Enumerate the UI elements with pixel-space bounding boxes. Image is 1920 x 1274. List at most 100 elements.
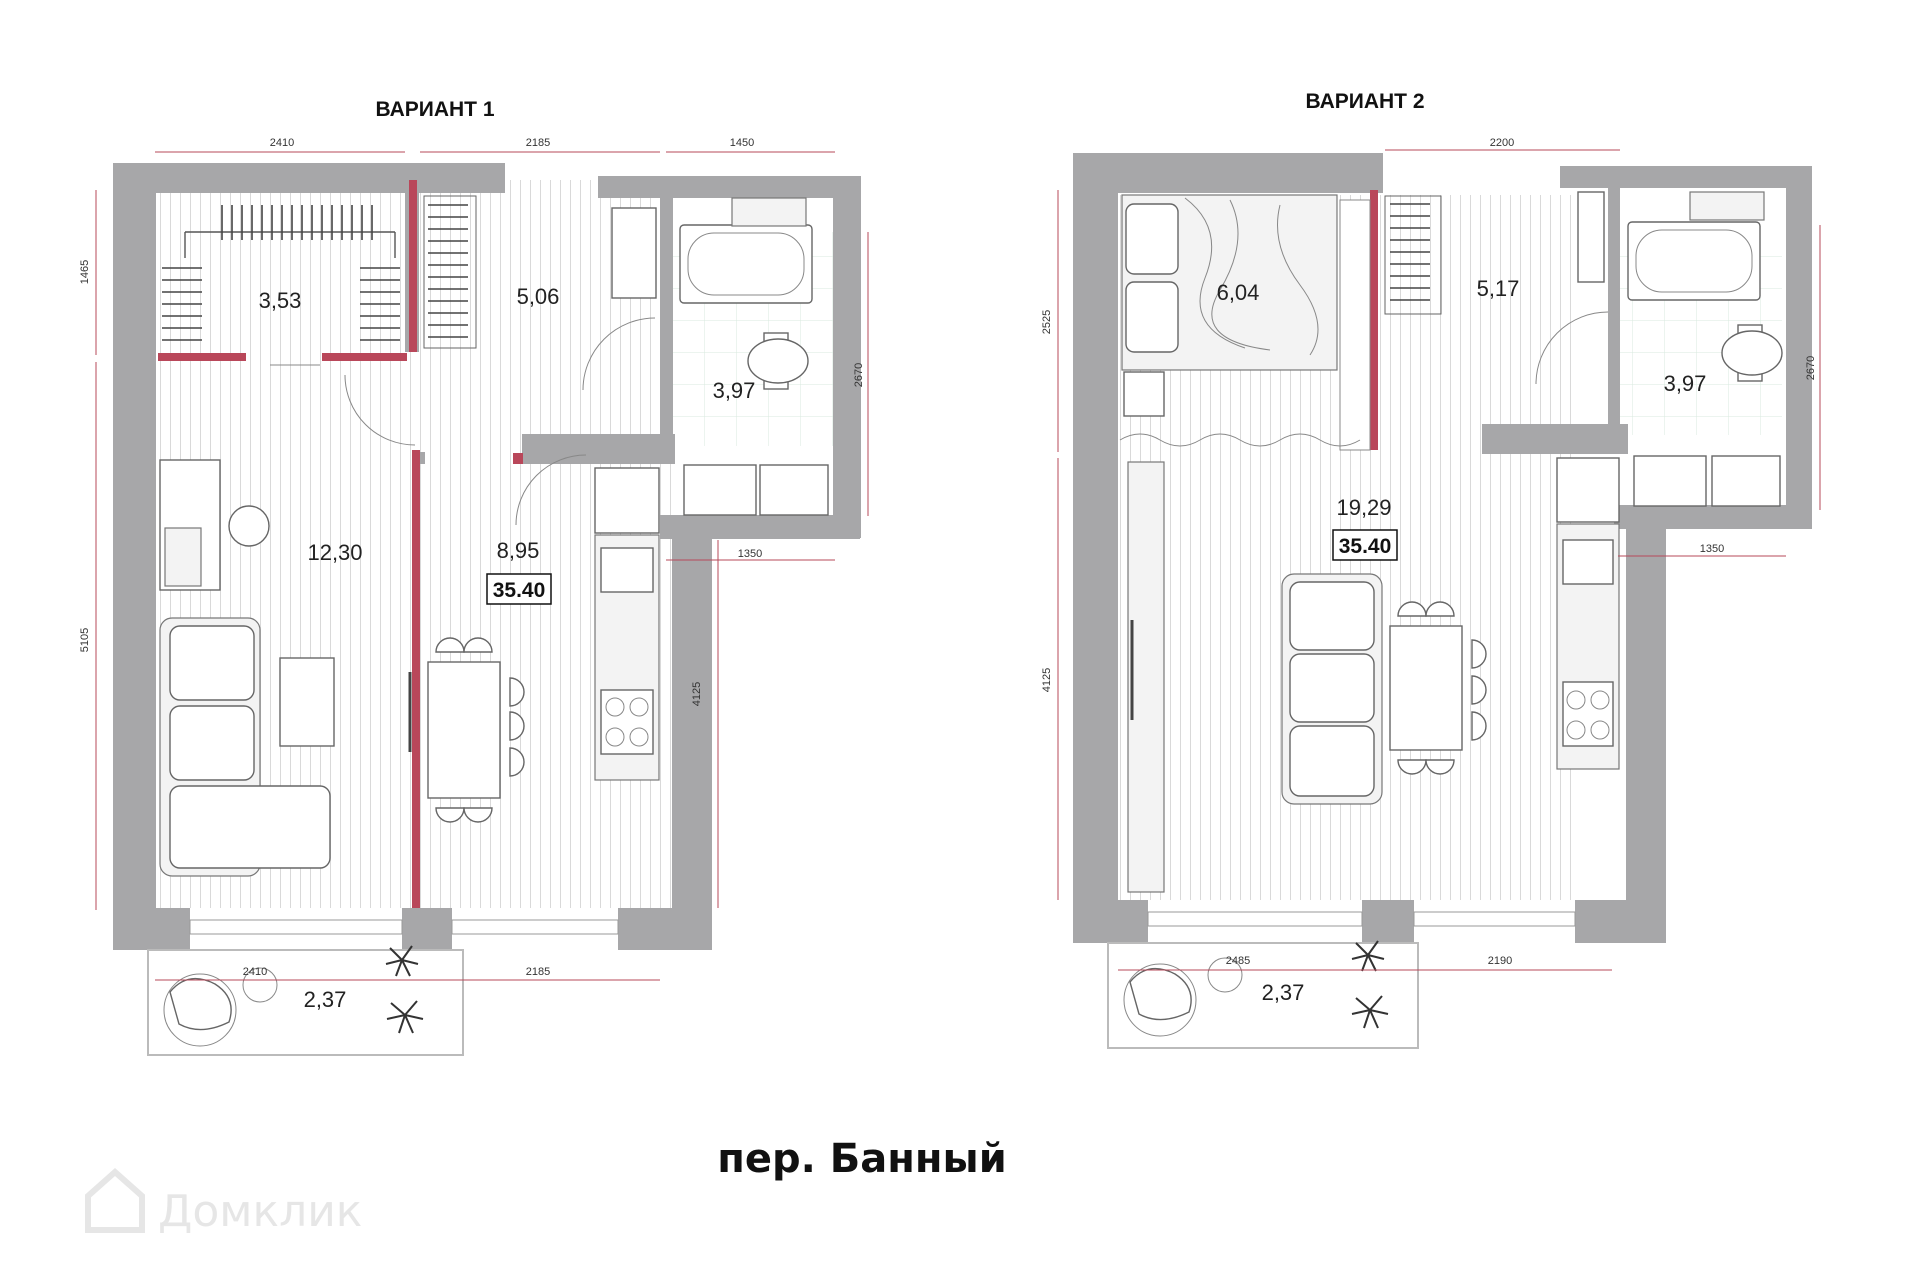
v2-dim-right-bath: 2670 (1805, 356, 1817, 380)
v1-bath-right-wall (833, 176, 861, 538)
v2-dining-table (1389, 625, 1463, 751)
v2-dim-left-upper: 2525 (1041, 310, 1053, 334)
v1-hall-wardrobe (423, 195, 477, 349)
v1-coffee-table (279, 657, 335, 747)
v2-hob-ring (1590, 690, 1610, 710)
v1-area-living: 12,30 (307, 540, 362, 565)
v1-dim-balcony-a: 2410 (243, 966, 267, 978)
v1-balcony-stool (242, 967, 278, 1003)
variant1-title: ВАРИАНТ 1 (375, 98, 494, 121)
v2-bottom-wall-b (1362, 900, 1414, 943)
v2-bed-partition (1339, 199, 1371, 451)
v1-kitchen-right-wall (672, 515, 712, 908)
v1-area-bath: 3,97 (713, 378, 756, 403)
v1-dim-top-a: 2410 (270, 137, 294, 149)
v1-balcony-table (163, 973, 237, 1047)
v2-kitchen-partition (1482, 424, 1562, 454)
v2-red-wall (1370, 190, 1378, 450)
street-label: пер. Банный (717, 1136, 1006, 1182)
variant2-title: ВАРИАНТ 2 (1305, 90, 1424, 113)
v2-total-box (1332, 529, 1398, 561)
v2-armchair (1129, 967, 1192, 1021)
v1-top-wall-left (113, 163, 505, 193)
v1-dining-table (427, 661, 501, 799)
v1-red-wall-a (158, 353, 246, 361)
v1-sofa-cushion (169, 705, 255, 781)
v2-chair (1425, 759, 1455, 775)
v1-hob (600, 689, 654, 755)
v2-chair (1471, 711, 1487, 741)
v1-door-arc-living (344, 374, 416, 446)
v2-dimension-lines (1057, 149, 1821, 971)
v1-area-kitchen: 8,95 (497, 538, 540, 563)
v2-kitchen-sink (1562, 539, 1614, 585)
v1-bath-left-wall (660, 190, 673, 460)
v2-pillow (1125, 281, 1179, 353)
v2-area-hall: 5,17 (1477, 276, 1520, 301)
v2-wall-cabinet (1127, 461, 1165, 893)
v1-chair (509, 711, 525, 741)
v2-sofa-cushion (1289, 725, 1375, 797)
watermark-text: Домклик (158, 1186, 362, 1237)
v1-dim-right-bath: 2670 (853, 363, 865, 387)
v1-toilet-bowl (747, 338, 809, 384)
v1-red-wall-c (409, 180, 417, 352)
v1-area-balcony: 2,37 (304, 987, 347, 1012)
v1-door-arc-kitchen (515, 454, 587, 526)
v1-hob-ring (629, 727, 649, 747)
v2-chair (1471, 675, 1487, 705)
v2-sink (1633, 455, 1707, 507)
v2-plant (1351, 940, 1389, 1029)
v2-area-living: 19,29 (1336, 495, 1391, 520)
v2-balcony-table (1123, 963, 1197, 1037)
v2-sofa-cushion (1289, 653, 1375, 723)
v1-red-wall-d (412, 450, 420, 908)
v1-dim-bath-bottom: 1350 (738, 548, 762, 560)
v1-dim-left-upper: 1465 (79, 260, 91, 284)
v2-nightstand (1123, 371, 1165, 417)
v2-curtain (1119, 433, 1361, 447)
v2-fridge (1556, 457, 1620, 523)
v2-dim-top: 2200 (1490, 137, 1514, 149)
v2-bottom-wall-c (1575, 900, 1666, 943)
v1-bathtub-inner (687, 232, 805, 296)
v2-toilet-bowl (1721, 330, 1783, 376)
house-icon (85, 1167, 145, 1233)
v1-bottom-wall-b (402, 908, 452, 950)
v2-hob (1562, 681, 1614, 747)
v2-kitchen-right-wall (1626, 505, 1666, 900)
v2-towel-rack (1577, 191, 1605, 283)
v1-washing-machine (759, 464, 829, 516)
v2-pillow (1125, 203, 1179, 275)
v1-left-wall (113, 163, 156, 950)
v1-plant (385, 945, 424, 1034)
v1-chair (509, 747, 525, 777)
v2-dim-balcony-a: 2485 (1226, 955, 1250, 967)
v2-hall-wardrobe (1384, 195, 1442, 315)
v2-total-area: 35.40 (1339, 535, 1392, 558)
v2-balcony-stool (1207, 957, 1243, 993)
v1-chair (463, 637, 493, 653)
v2-window-left (1147, 911, 1363, 927)
v2-hob-ring (1590, 720, 1610, 740)
v1-bottom-wall-a (113, 908, 190, 950)
v1-bath-shelf (731, 197, 807, 227)
v2-bathtub (1627, 221, 1761, 301)
v1-sofa-cushion (169, 625, 255, 701)
v1-fridge (594, 467, 660, 534)
v2-bottom-wall-a (1073, 900, 1148, 943)
v1-dimension-lines (95, 151, 869, 981)
v1-dim-balcony-b: 2185 (526, 966, 550, 978)
v2-chair (1425, 601, 1455, 617)
v2-sofa-cushion (1289, 581, 1375, 651)
v1-hob-ring (605, 727, 625, 747)
v2-window-right (1413, 911, 1576, 927)
v2-area-balcony: 2,37 (1262, 980, 1305, 1005)
v1-window-left (189, 919, 403, 935)
v2-bathtub-inner (1635, 229, 1753, 293)
v1-dim-top-b: 2185 (526, 137, 550, 149)
v1-kitchen-sink (600, 547, 654, 593)
v1-wardrobe-rail (184, 231, 396, 258)
v1-bottom-wall-c (618, 908, 712, 950)
